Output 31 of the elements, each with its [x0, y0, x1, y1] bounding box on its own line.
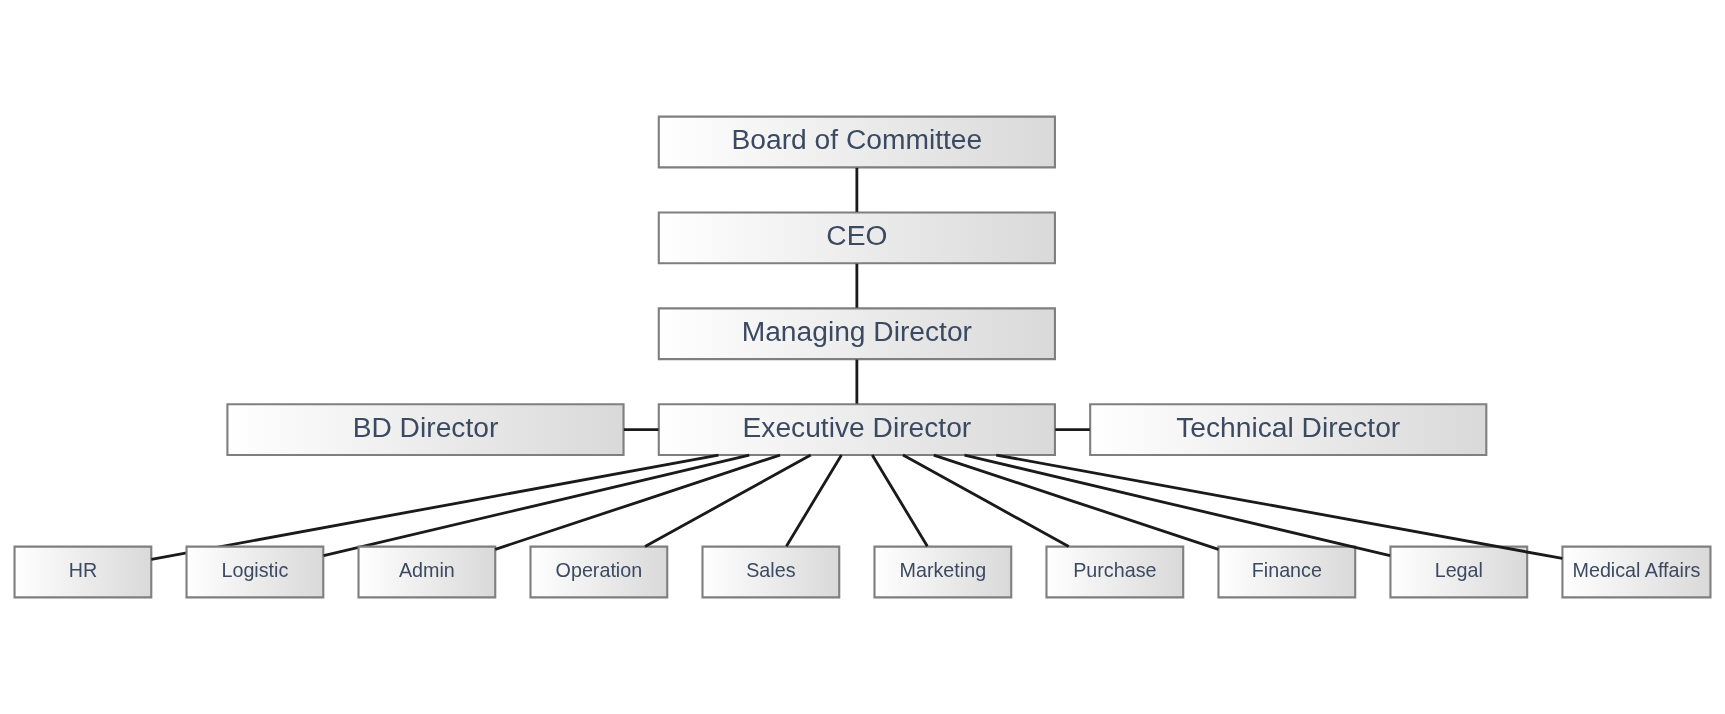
- node-box: Medical Affairs: [1561, 545, 1712, 599]
- connector: [964, 453, 1391, 558]
- connector: [644, 453, 812, 548]
- node-box: Managing Director: [657, 307, 1056, 361]
- node-box: Board of Committee: [657, 115, 1056, 169]
- node-box: Executive Director: [657, 403, 1056, 457]
- node-box: BD Director: [226, 403, 625, 457]
- connector: [785, 454, 843, 547]
- connector: [933, 453, 1219, 551]
- connector: [623, 428, 659, 431]
- connector: [151, 453, 719, 561]
- node-box: HR: [13, 545, 153, 599]
- node-box: CEO: [657, 211, 1056, 265]
- connector: [871, 454, 929, 547]
- node-box: Logistic: [185, 545, 325, 599]
- connector: [902, 453, 1070, 548]
- node-box: Technical Director: [1089, 403, 1488, 457]
- node-box: Finance: [1217, 545, 1357, 599]
- node-box: Legal: [1389, 545, 1529, 599]
- connector: [494, 453, 781, 551]
- node-box: Admin: [357, 545, 497, 599]
- connector: [855, 167, 859, 212]
- connector: [323, 453, 750, 558]
- node-box: Operation: [529, 545, 669, 599]
- node-box: Sales: [701, 545, 841, 599]
- connector: [855, 263, 859, 308]
- connector: [996, 453, 1563, 560]
- node-box: Purchase: [1045, 545, 1185, 599]
- node-box: Marketing: [873, 545, 1013, 599]
- connector: [1055, 428, 1090, 431]
- connector: [855, 359, 859, 404]
